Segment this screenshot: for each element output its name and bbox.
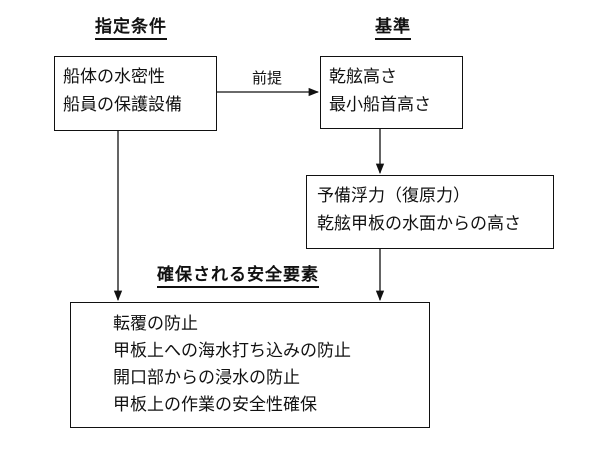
heading-safety: 確保される安全要素 bbox=[157, 265, 319, 288]
conditions-line: 船体の水密性 bbox=[63, 67, 165, 87]
conditions-line: 船員の保護設備 bbox=[63, 95, 182, 115]
heading-criteria: 基準 bbox=[375, 17, 411, 40]
buoyancy-line: 乾舷甲板の水面からの高さ bbox=[317, 214, 521, 234]
safety-line: 甲板上への海水打ち込みの防止 bbox=[113, 341, 351, 361]
heading-conditions: 指定条件 bbox=[95, 17, 167, 40]
box-conditions: 船体の水密性 船員の保護設備 bbox=[54, 56, 217, 131]
safety-line: 甲板上の作業の安全性確保 bbox=[113, 395, 317, 415]
criteria-line: 最小船首高さ bbox=[329, 95, 431, 115]
box-criteria: 乾舷高さ 最小船首高さ bbox=[320, 56, 463, 129]
box-safety: 転覆の防止 甲板上への海水打ち込みの防止 開口部からの浸水の防止 甲板上の作業の… bbox=[70, 302, 430, 428]
safety-line: 転覆の防止 bbox=[113, 314, 198, 334]
safety-line: 開口部からの浸水の防止 bbox=[113, 368, 300, 388]
buoyancy-line: 予備浮力（復原力） bbox=[317, 186, 470, 206]
box-buoyancy: 予備浮力（復原力） 乾舷甲板の水面からの高さ bbox=[306, 175, 554, 249]
edge-label-premise: 前提 bbox=[252, 69, 283, 87]
criteria-line: 乾舷高さ bbox=[329, 67, 397, 87]
